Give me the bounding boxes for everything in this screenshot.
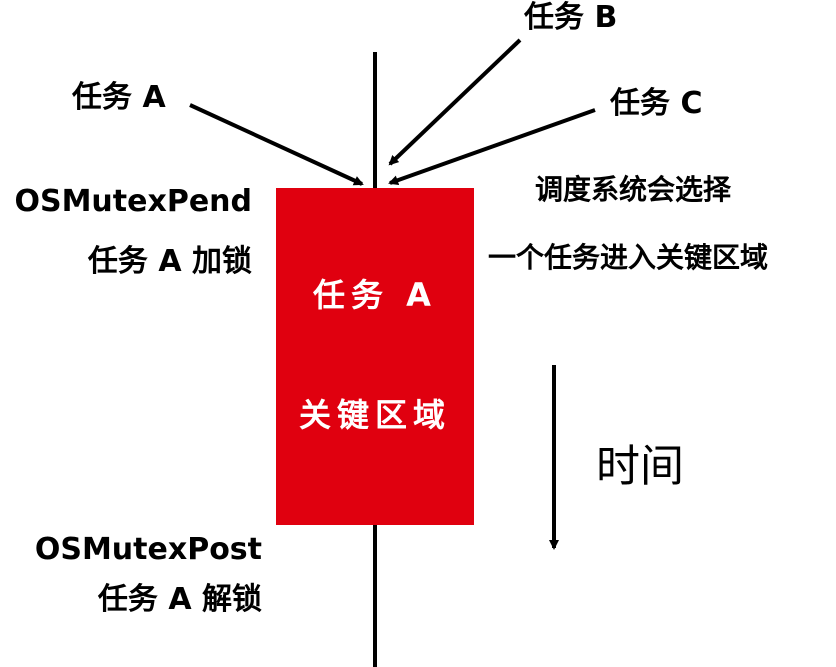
task-a-label: 任务 A [72, 80, 166, 115]
post-description: 任务 A 解锁 [97, 582, 262, 617]
scheduler-line1: 调度系统会选择 [535, 173, 732, 206]
scheduler-line2: 一个任务进入关键区域 [488, 241, 769, 274]
task-b-label: 任务 B [524, 0, 618, 35]
task-c-label: 任务 C [610, 86, 703, 121]
time-label: 时间 [596, 441, 684, 492]
task-a-arrow [189, 103, 364, 186]
block-critical-label: 关键区域 [298, 396, 451, 434]
pend-description: 任务 A 加锁 [87, 244, 252, 279]
post-function-label: OSMutexPost [34, 532, 262, 567]
pend-function-label: OSMutexPend [14, 184, 252, 219]
block-owner-label: 任务 A [313, 276, 437, 314]
critical-section-block: 任务 A 关键区域 [276, 188, 474, 525]
task-c-arrow [388, 108, 596, 186]
task-b-arrow [388, 38, 522, 166]
